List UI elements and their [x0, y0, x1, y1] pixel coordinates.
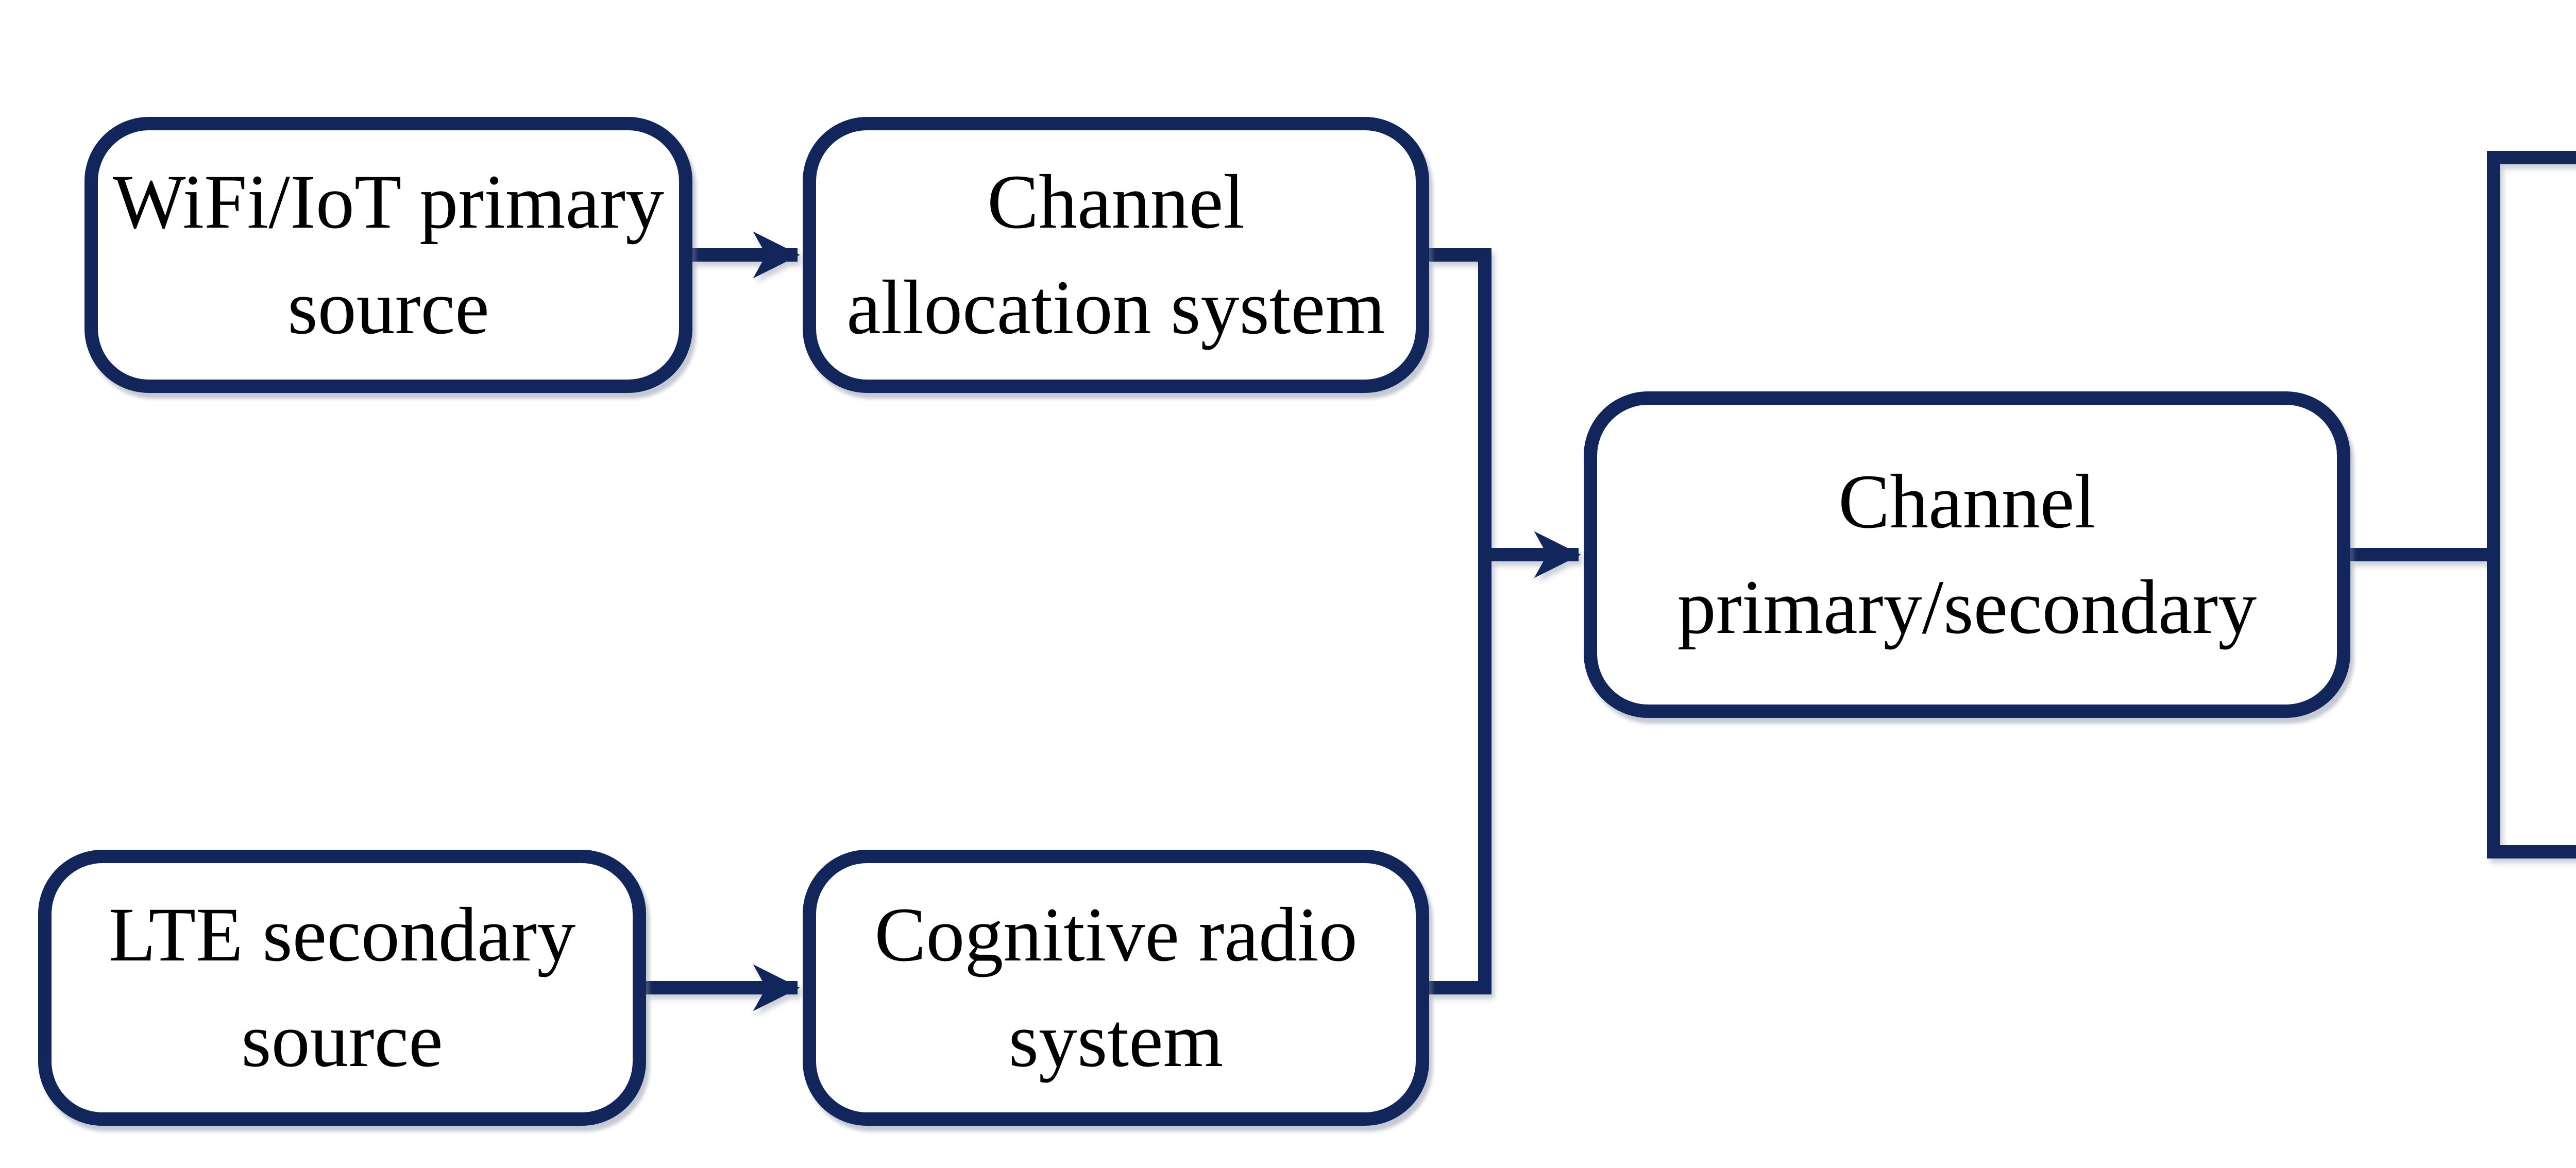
node-label-line: Channel	[1838, 458, 2096, 544]
connector-channel-allocation-to-primary-secondary	[1429, 248, 1581, 578]
node-label-line: Cognitive radio	[874, 891, 1358, 977]
node-label-line: LTE secondary	[108, 891, 576, 977]
node-label-line: source	[287, 265, 489, 350]
node-label-line: primary/secondary	[1677, 564, 2257, 650]
node-label-line: allocation system	[846, 265, 1385, 350]
connector-primary-secondary-to-bottom-allocation	[2487, 555, 2576, 858]
node-label-line: source	[241, 998, 443, 1083]
node-label-line: WiFi/IoT primary	[112, 159, 665, 245]
node-wifi-iot-primary-source: WiFi/IoT primary source	[84, 117, 692, 393]
node-channel-allocation-system-left: Channel allocation system	[803, 117, 1429, 393]
connector-primary-secondary-to-top-allocation	[2350, 151, 2576, 561]
node-lte-secondary-source: LTE secondary source	[38, 850, 646, 1126]
node-label-line: Channel	[987, 159, 1245, 245]
node-channel-primary-secondary: Channel primary/secondary	[1584, 391, 2350, 718]
node-label-line: system	[1008, 998, 1224, 1083]
node-cognitive-radio-system: Cognitive radio system	[803, 850, 1429, 1126]
connector-cognitive-radio-to-primary-secondary	[1429, 555, 1492, 994]
